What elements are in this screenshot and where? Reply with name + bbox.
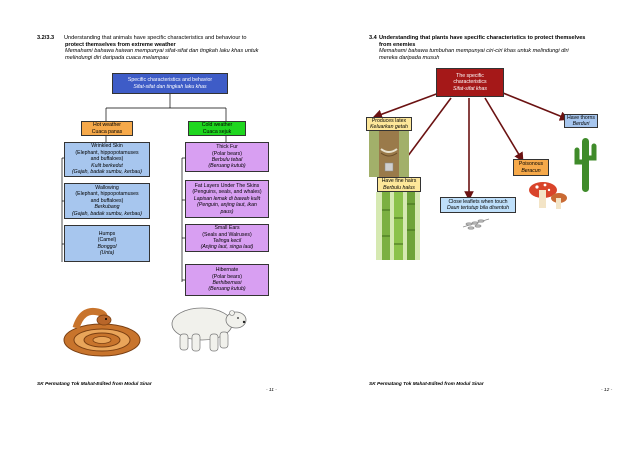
hot-item-humps: Humps (Camel) Bonggol (Unta) <box>64 225 150 262</box>
item-line: Thick Fur <box>216 144 238 151</box>
item-line: and buffaloes) <box>90 197 124 204</box>
heading-line1: Understanding that plants have specific … <box>379 35 586 41</box>
section-number: 3.2/3.3 <box>37 35 55 41</box>
item-line: (Penguins, seals, and whales) <box>192 189 262 196</box>
left-footer: SK Permatang Tok Mahat-Edited from Modul… <box>37 382 152 387</box>
root-box-line3: Sifat-sifat khas <box>452 85 488 92</box>
left-page-number: - 11 - <box>266 388 277 393</box>
left-tree-connectors <box>61 94 227 282</box>
hot-box-line1: Hot weather <box>93 122 121 129</box>
mimosa-image <box>462 218 490 230</box>
hairs-line2: Berbulu halus <box>383 184 415 191</box>
have-thorns-box: Have thorns Berduri <box>564 114 598 128</box>
item-line: Lapisan lemak di bawah kulit <box>193 195 261 202</box>
latex-line1: Produces latex <box>371 117 407 124</box>
cold-weather-box: Cold weather Cuaca sejuk <box>188 121 246 136</box>
mushroom-image <box>529 182 567 209</box>
item-line: Hibernate <box>215 267 239 274</box>
item-line: Berhibernasi <box>212 280 242 286</box>
malay-heading-line2: mereka daripada musuh <box>379 54 440 61</box>
right-footer: SK Permatang Tok Mahat-Edited from Modul… <box>369 382 484 387</box>
hot-box-line2: Cuaca panas <box>91 128 123 135</box>
item-line: (Polar bears) <box>212 150 242 157</box>
polar-bear-image <box>171 307 247 352</box>
root-characteristics-box: Specific characteristics and behavior Si… <box>112 73 228 94</box>
right-heading: 3.4 Understanding that plants have speci… <box>369 35 631 69</box>
right-page-number: - 12 - <box>601 388 613 393</box>
root-box-line1: Specific characteristics and behavior <box>127 77 213 84</box>
cold-item-fat-layers: Fat Layers Under The Skins (Penguins, se… <box>185 180 269 218</box>
cold-item-hibernate: Hibernate (Polar bears) Berhibernasi (Be… <box>185 264 269 296</box>
item-line: (Unta) <box>99 249 115 256</box>
cold-box-line2: Cuaca sejuk <box>202 128 232 135</box>
left-page: 3.2/3.3 Understanding that animals have … <box>37 35 307 393</box>
item-line: Fat Layers Under The Skins <box>194 182 260 189</box>
hot-item-wrinkled-skin: Wrinkled Skin (Elephant, hippopotamuses … <box>64 142 150 177</box>
heading-line2: protect themselves from extreme weather <box>65 41 176 48</box>
hairs-line1: Have fine hairs <box>381 178 417 185</box>
malay-heading-line2: melindungi diri daripada cuaca melampau <box>65 54 169 61</box>
item-line: Bonggol <box>97 243 117 250</box>
snake-image <box>63 307 141 357</box>
hot-item-wallowing: Wallowing (Elephant, hippopotamuses and … <box>64 183 150 219</box>
thorns-line2: Berduri <box>572 121 590 127</box>
poison-line2: Beracun <box>521 167 541 174</box>
poisonous-box: Poisonous Beracun <box>513 159 549 176</box>
item-line: (Beruang kutub) <box>208 286 246 293</box>
fine-hairs-box: Have fine hairs Berbulu halus <box>377 177 421 192</box>
section-number: 3.4 <box>369 35 377 41</box>
latex-line2: Keluarkan getah <box>370 124 408 130</box>
rubber-tree-image <box>369 131 409 177</box>
item-line: (Elephant, hippopotamuses <box>75 191 139 198</box>
item-line: Berkubang <box>94 204 120 211</box>
leaflets-line2: Daun tertutup bila disentuh <box>446 205 509 211</box>
cold-item-thick-fur: Thick Fur (Polar bears) Berbulu tebal (B… <box>185 142 269 172</box>
leaflets-line1: Close leaflets when touch <box>448 198 508 205</box>
item-line: Wrinkled Skin <box>91 143 123 150</box>
right-page: 3.4 Understanding that plants have speci… <box>319 0 638 452</box>
item-line: (Camel) <box>97 237 117 244</box>
item-line: (Penguin, anjing laut, ikan <box>197 202 257 209</box>
cold-box-line1: Cold weather <box>201 122 233 129</box>
item-line: (Gajah, badak sumbu, kerbau) <box>71 210 143 217</box>
heading-line2: from enemies <box>379 41 416 48</box>
item-line: Wallowing <box>95 184 119 191</box>
heading-line1: Understanding that animals have specific… <box>64 35 247 41</box>
item-line: Small Ears <box>214 225 240 232</box>
item-line: (Beruang kutub) <box>208 163 246 170</box>
item-line: (Gajah, badak sumbu, kerbau) <box>71 169 143 176</box>
cold-item-small-ears: Small Ears (Seals and Walruses) Telinga … <box>185 224 269 252</box>
item-line: paus) <box>220 208 234 215</box>
item-line: Humps <box>98 230 116 237</box>
close-leaflets-box: Close leaflets when touch Daun tertutup … <box>440 197 516 213</box>
bamboo-image <box>376 192 420 260</box>
item-line: (Polar bears) <box>212 273 242 280</box>
root-box-line1: The specific <box>456 72 484 79</box>
cactus-image <box>574 138 597 192</box>
plant-characteristics-root-box: The specific characteristics Sifat-sifat… <box>436 68 504 97</box>
item-line: (Elephant, hippopotamuses <box>75 149 139 156</box>
item-line: Berbulu tebal <box>211 157 243 163</box>
root-box-line2: characteristics <box>453 79 487 86</box>
poison-line1: Poisonous <box>518 161 544 168</box>
malay-heading-line1: Memahami bahawa tumbuhan mempunyai ciri-… <box>379 48 569 55</box>
item-line: Telinga kecil <box>212 238 242 244</box>
left-heading: 3.2/3.3 Understanding that animals have … <box>37 35 307 69</box>
hot-weather-box: Hot weather Cuaca panas <box>81 121 133 136</box>
malay-heading-line1: Memahami bahawa haiwan mempunyai sifat-s… <box>65 48 259 55</box>
item-line: (Seals and Walruses) <box>202 231 252 238</box>
item-line: Kulit berkedut <box>91 162 123 169</box>
produces-latex-box: Produces latex Keluarkan getah <box>366 117 412 131</box>
root-box-line2: Sifat-sifat dan tingkah laku khas <box>133 83 207 90</box>
item-line: (Anjing laut, singa laut) <box>200 244 254 251</box>
item-line: and buffaloes) <box>90 156 124 163</box>
thorns-line1: Have thorns <box>567 114 595 121</box>
